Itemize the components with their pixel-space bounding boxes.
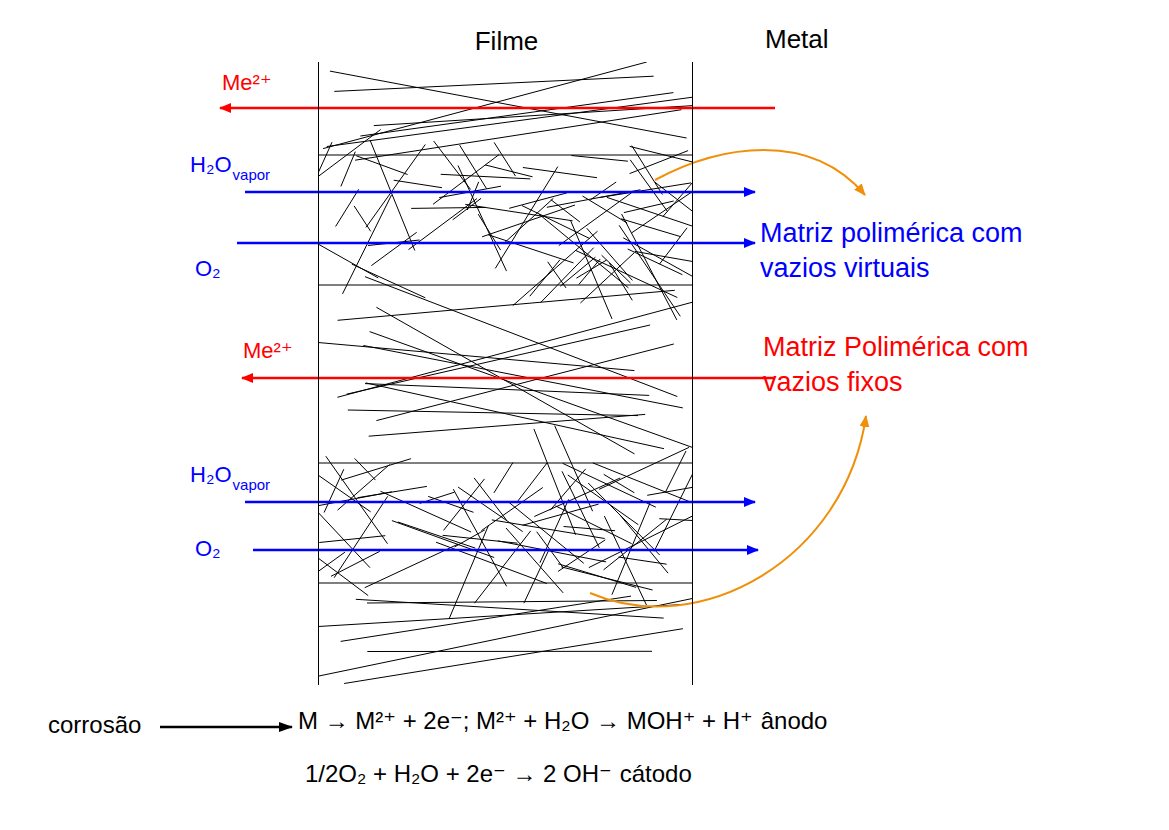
electrode-label: ânodo	[761, 707, 828, 736]
electrode-label: cátodo	[620, 760, 692, 789]
side-label: Metal	[765, 24, 829, 55]
hatching	[318, 62, 693, 684]
subscript-label: vapor	[233, 166, 271, 184]
region-label: Matriz Polimérica com vazios fixos	[763, 330, 1068, 400]
subscript-label: vapor	[233, 476, 271, 494]
flux-arrows	[220, 108, 775, 550]
ion-label: Me²⁺	[243, 338, 293, 364]
stripe-borders	[318, 155, 693, 583]
species-label: H₂O	[190, 462, 232, 488]
equation: M → M²⁺ + 2e⁻; M²⁺ + H₂O → MOH⁺ + H⁺	[298, 707, 753, 736]
region-label: Matriz polimérica com vazios virtuais	[760, 216, 1065, 286]
ion-label: Me²⁺	[222, 70, 272, 96]
species-label: O₂	[195, 536, 221, 562]
reaction-arrow	[160, 726, 292, 729]
species-label: O₂	[195, 256, 221, 282]
equation: 1/2O₂ + H₂O + 2e⁻ → 2 OH⁻	[305, 760, 612, 789]
film-heading: Filme	[475, 26, 539, 57]
species-label: H₂O	[190, 152, 232, 178]
process-label: corrosão	[48, 711, 141, 740]
film-band: Filme	[318, 62, 693, 685]
